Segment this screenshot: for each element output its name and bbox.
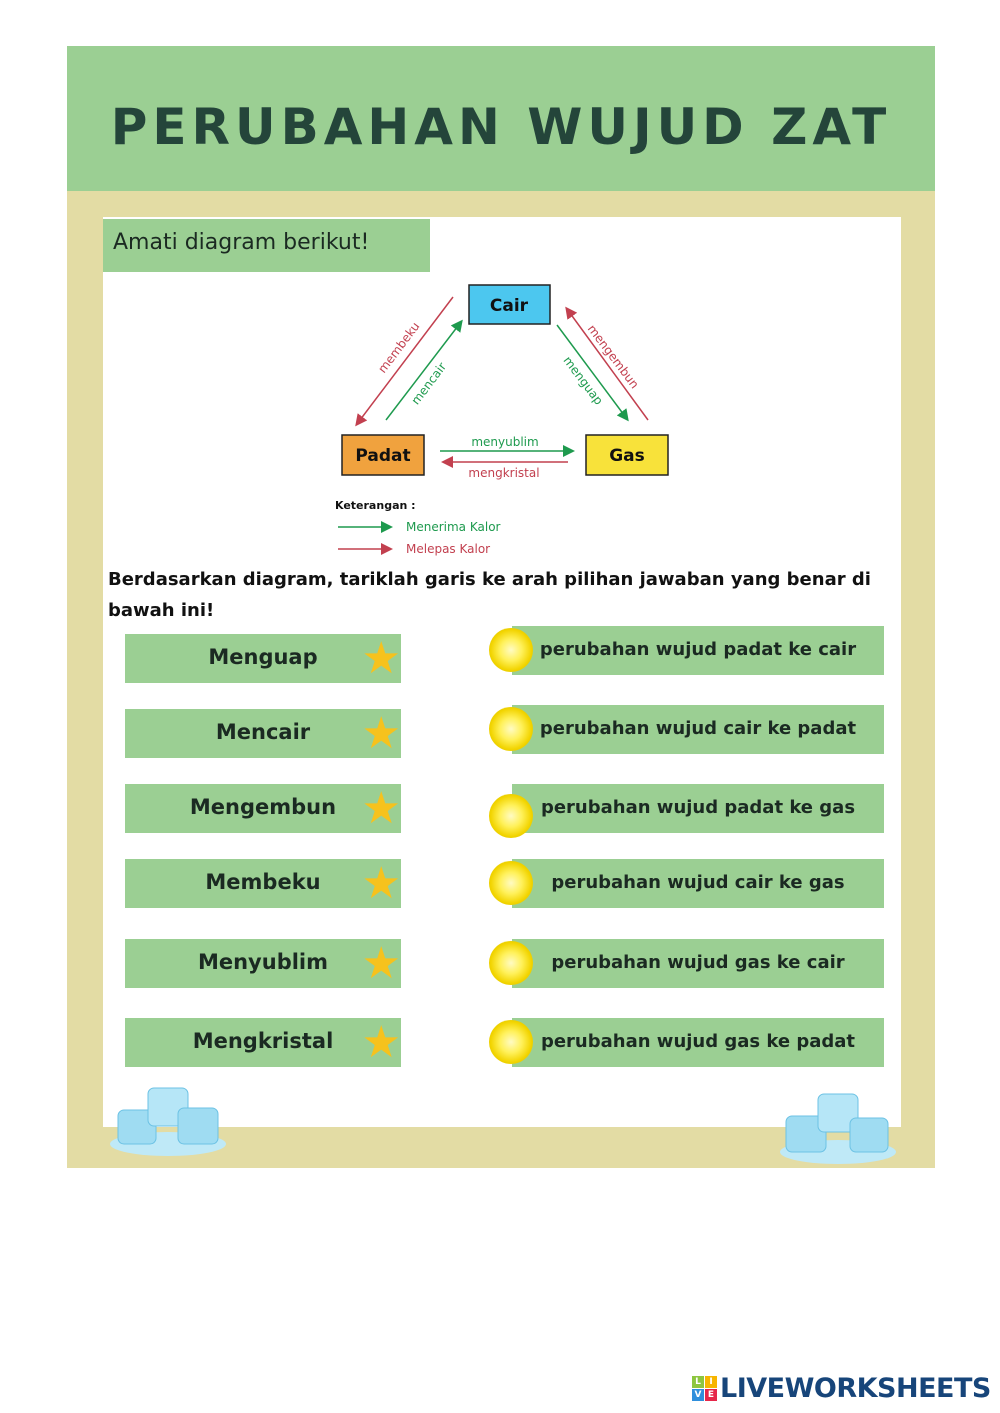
term-item[interactable]: Mengembun ★	[125, 784, 401, 833]
star-icon[interactable]: ★	[361, 633, 401, 684]
arrow-membeku	[355, 296, 454, 427]
connector-dot-icon[interactable]	[489, 941, 533, 985]
connector-dot-icon[interactable]	[489, 1020, 533, 1064]
term-label: Menguap	[208, 645, 318, 669]
connector-dot-icon[interactable]	[489, 794, 533, 838]
label-mengkristal: mengkristal	[468, 466, 539, 480]
definition-label: perubahan wujud cair ke padat	[539, 718, 857, 739]
legend-receive-label: Menerima Kalor	[406, 520, 501, 534]
logo-text: LIVEWORKSHEETS	[720, 1372, 991, 1404]
definition-item[interactable]: perubahan wujud cair ke padat	[489, 705, 884, 754]
connector-dot-icon[interactable]	[489, 628, 533, 672]
page-title: PERUBAHAN WUJUD ZAT	[110, 98, 892, 156]
term-label: Menyublim	[197, 950, 329, 974]
arrow-mengembun	[565, 306, 649, 421]
star-icon[interactable]: ★	[361, 783, 401, 834]
instruction-banner: Amati diagram berikut!	[103, 219, 430, 272]
logo-letter: L	[692, 1375, 704, 1388]
definition-item[interactable]: perubahan wujud padat ke cair	[489, 626, 884, 675]
definition-label: perubahan wujud padat ke cair	[539, 639, 857, 660]
state-cair-box	[468, 284, 551, 325]
state-gas-box	[585, 434, 669, 476]
state-gas-label: Gas	[609, 446, 645, 466]
state-padat-box	[341, 434, 425, 476]
definition-item[interactable]: perubahan wujud cair ke gas	[489, 859, 884, 908]
logo-letter: V	[692, 1388, 704, 1401]
state-padat-label: Padat	[355, 446, 410, 466]
definition-label: perubahan wujud padat ke gas	[540, 797, 856, 818]
term-item[interactable]: Menguap ★	[125, 634, 401, 683]
liveworksheets-logo[interactable]: L I V E LIVEWORKSHEETS	[692, 1372, 991, 1404]
term-item[interactable]: Mengkristal ★	[125, 1018, 401, 1067]
definition-item[interactable]: perubahan wujud gas ke cair	[489, 939, 884, 988]
term-label: Mengkristal	[192, 1029, 334, 1053]
star-icon[interactable]: ★	[361, 858, 401, 909]
definition-label: perubahan wujud gas ke cair	[551, 952, 845, 973]
definition-item[interactable]: perubahan wujud padat ke gas	[489, 784, 884, 838]
question-text: Berdasarkan diagram, tariklah garis ke a…	[108, 569, 871, 621]
term-item[interactable]: Membeku ★	[125, 859, 401, 908]
arrow-mencair	[385, 319, 463, 421]
definition-item[interactable]: perubahan wujud gas ke padat	[489, 1018, 884, 1067]
instruction-text: Amati diagram berikut!	[113, 230, 370, 255]
definition-label: perubahan wujud cair ke gas	[551, 872, 845, 893]
arrow-menguap	[556, 324, 629, 422]
connector-dot-icon[interactable]	[489, 861, 533, 905]
label-menyublim: menyublim	[471, 435, 538, 449]
legend-release-label: Melepas Kalor	[406, 542, 490, 556]
state-change-diagram: Cair Padat Gas membeku mencair menguap m…	[335, 284, 669, 556]
term-label: Mengembun	[189, 795, 337, 819]
ice-cubes-icon	[780, 1093, 896, 1164]
term-item[interactable]: Mencair ★	[125, 709, 401, 758]
term-label: Mencair	[215, 720, 311, 744]
definition-label: perubahan wujud gas ke padat	[540, 1031, 856, 1052]
ice-cubes-icon	[110, 1087, 226, 1156]
term-item[interactable]: Menyublim ★	[125, 939, 401, 988]
term-label: Membeku	[205, 870, 321, 894]
star-icon[interactable]: ★	[361, 1017, 401, 1068]
logo-squares-icon: L I V E	[692, 1375, 717, 1401]
legend-title: Keterangan :	[335, 499, 416, 512]
star-icon[interactable]: ★	[361, 938, 401, 989]
connector-dot-icon[interactable]	[489, 707, 533, 751]
logo-letter: I	[705, 1375, 717, 1388]
header-banner: PERUBAHAN WUJUD ZAT	[67, 46, 935, 191]
logo-letter: E	[705, 1388, 717, 1401]
state-cair-label: Cair	[490, 296, 529, 316]
star-icon[interactable]: ★	[361, 708, 401, 759]
